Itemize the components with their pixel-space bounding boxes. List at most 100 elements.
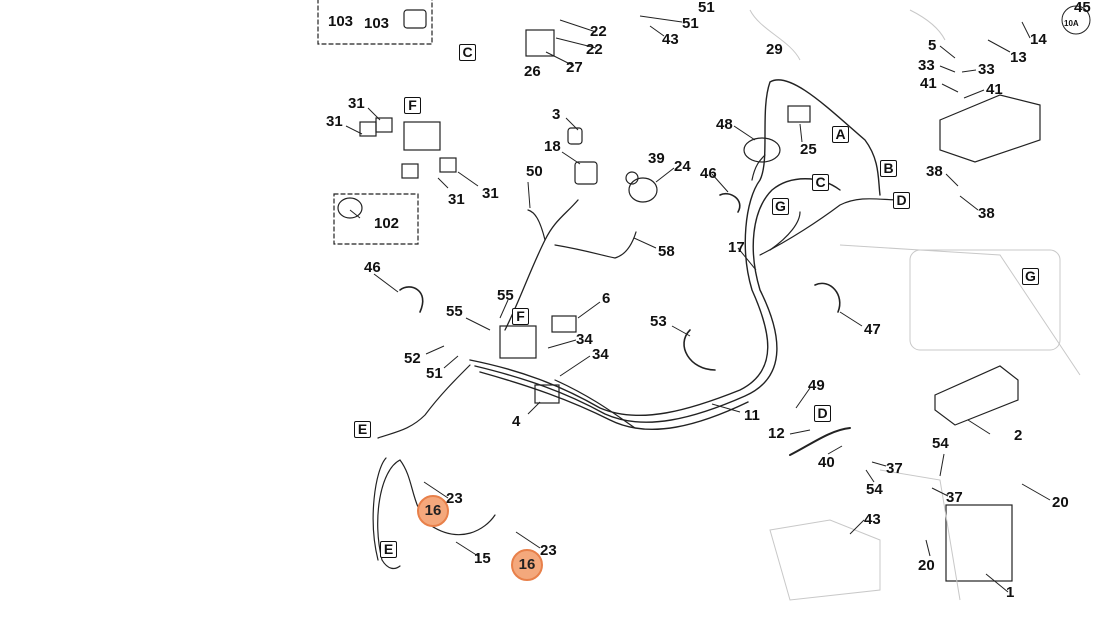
harness-17 (469, 79, 881, 417)
callout-17: 17 (728, 239, 745, 256)
harness-11b (479, 371, 749, 431)
connector-ref-d-right: D (893, 192, 910, 209)
harness-11 (474, 178, 841, 423)
callout-6: 6 (602, 290, 611, 307)
sensor-48 (743, 137, 781, 163)
callout-51-b: 51 (682, 15, 699, 32)
callout-11: 11 (744, 407, 760, 424)
key-switch-18 (574, 161, 598, 185)
connector-4 (534, 384, 560, 404)
callout-20-a: 20 (1052, 494, 1069, 511)
callout-22-a: 22 (590, 23, 607, 40)
callout-23-b: 23 (540, 542, 557, 559)
connector-ref-g-right: G (1022, 268, 1039, 285)
ring-47 (814, 282, 841, 313)
harness-branch-24 (554, 231, 637, 259)
callout-15: 15 (474, 550, 491, 567)
callout-53: 53 (650, 313, 667, 330)
ring-46-left (399, 286, 424, 313)
callout-26: 26 (524, 63, 541, 80)
harness-branch (554, 379, 636, 429)
bracket-top-right (939, 94, 1041, 163)
callout-52: 52 (404, 350, 421, 367)
module-26 (525, 29, 555, 57)
key-3 (567, 127, 583, 145)
callout-31-c: 31 (448, 191, 465, 208)
highlighted-part-16-b[interactable]: 16 (511, 549, 543, 581)
callout-27: 27 (566, 59, 583, 76)
connector-ref-f: F (512, 308, 529, 325)
callout-37-a: 37 (886, 460, 903, 477)
callout-38-a: 38 (926, 163, 943, 180)
harness-branch-50 (527, 209, 546, 241)
harness-branch-48 (751, 154, 766, 181)
callout-39: 39 (648, 150, 665, 167)
relay-31-b (375, 117, 393, 133)
callout-23-a: 23 (446, 490, 463, 507)
connector-ref-d: D (814, 405, 831, 422)
callout-13: 13 (1010, 49, 1027, 66)
inset-box-top-left (317, 0, 433, 45)
axle-ghost (839, 244, 1081, 376)
fuse-box-upper (403, 121, 441, 151)
callout-18: 18 (544, 138, 561, 155)
harness-branch-g (769, 211, 801, 251)
callout-12: 12 (768, 425, 785, 442)
callout-54-b: 54 (866, 481, 883, 498)
sensor-102 (337, 197, 363, 219)
connector-ref-b: B (880, 160, 897, 177)
inset-box-102 (333, 193, 419, 245)
callout-1: 1 (1006, 584, 1015, 601)
callout-46-a: 46 (364, 259, 381, 276)
ring-53 (683, 329, 716, 371)
fuse-badge (1061, 5, 1091, 35)
relay-25 (787, 105, 811, 123)
callout-43-b: 43 (864, 511, 881, 528)
callout-33-b: 33 (978, 61, 995, 78)
connector-ref-g-left: G (772, 198, 789, 215)
callout-31-b: 31 (326, 113, 343, 130)
ghost-29 (749, 9, 801, 61)
ring-39 (625, 171, 639, 185)
fuse-block-f (499, 325, 537, 359)
callout-25: 25 (800, 141, 817, 158)
callout-49: 49 (808, 377, 825, 394)
callout-55-b: 55 (497, 287, 514, 304)
connector-ref-c-top: C (459, 44, 476, 61)
callout-41-a: 41 (920, 75, 937, 92)
relay-31-c (401, 163, 419, 179)
ring-46-right (719, 193, 741, 213)
relay-31-a (359, 121, 377, 137)
callout-43-a: 43 (662, 31, 679, 48)
callout-38-b: 38 (978, 205, 995, 222)
battery-1 (945, 504, 1013, 582)
relay-6 (551, 315, 577, 333)
callout-51-c: 51 (426, 365, 443, 382)
callout-40: 40 (818, 454, 835, 471)
hourmeter-24 (628, 177, 658, 203)
callout-47: 47 (864, 321, 881, 338)
callout-37-b: 37 (946, 489, 963, 506)
harness-branch-d (759, 198, 901, 256)
callout-34-b: 34 (592, 346, 609, 363)
callout-41-b: 41 (986, 81, 1003, 98)
callout-31-d: 31 (482, 185, 499, 202)
callout-46-b: 46 (700, 165, 717, 182)
callout-55-a: 55 (446, 303, 463, 320)
connector-ref-a: A (832, 126, 849, 143)
connector-ref-e-bottom: E (380, 541, 397, 558)
callout-103-b: 103 (364, 15, 390, 32)
ghost-top (909, 9, 946, 41)
cable-12 (789, 427, 851, 456)
callout-29: 29 (766, 41, 783, 58)
callout-33-a: 33 (918, 57, 935, 74)
highlighted-part-16-a[interactable]: 16 (417, 495, 449, 527)
callout-50: 50 (526, 163, 543, 180)
harness-branch-e (377, 364, 471, 439)
callout-31-a: 31 (348, 95, 365, 112)
cover-2 (934, 365, 1019, 426)
callout-103-a: 103 (328, 13, 354, 30)
part-103 (403, 9, 427, 29)
transaxle-ghost (909, 249, 1061, 351)
